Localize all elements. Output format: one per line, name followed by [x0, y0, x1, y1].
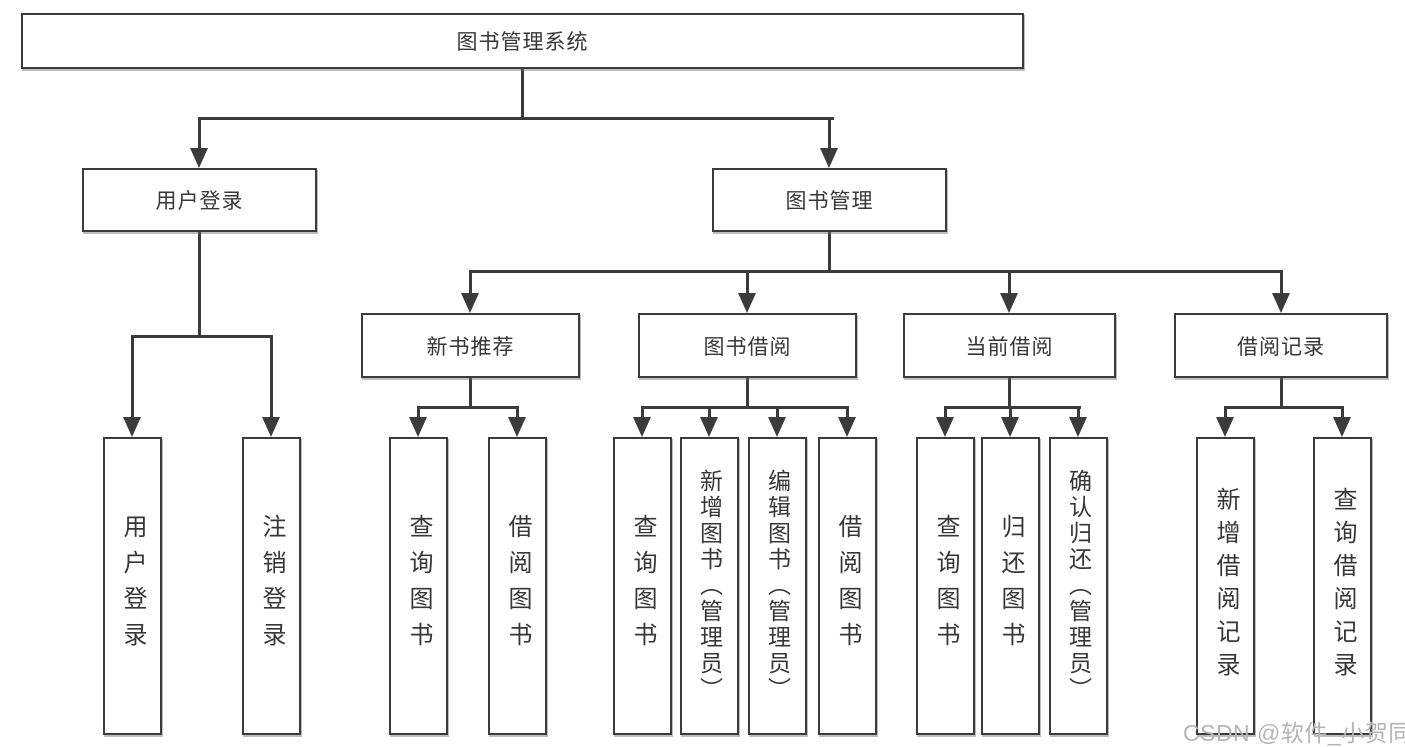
connector-line	[469, 270, 472, 293]
arrowhead-down-icon	[1272, 293, 1290, 313]
connector-line	[270, 335, 273, 420]
arrowhead-down-icon	[768, 417, 786, 437]
node-book-mgmt: 图书管理	[712, 168, 947, 232]
connector-line	[828, 117, 831, 150]
leaf-query-borrow-record-label: 查询借阅记录	[1329, 487, 1356, 685]
leaf-add-book-admin-label: 新增图书（管理员）	[696, 469, 723, 703]
arrowhead-down-icon	[123, 417, 141, 437]
node-user-login: 用户登录	[82, 168, 317, 232]
leaf-edit-book-admin: 编辑图书（管理员）	[748, 437, 807, 735]
connector-line	[1224, 406, 1227, 419]
arrowhead-down-icon	[820, 148, 838, 168]
node-new-book-recommend-label: 新书推荐	[426, 335, 515, 359]
connector-line	[708, 406, 711, 419]
arrowhead-down-icon	[190, 148, 208, 168]
node-root-label: 图书管理系统	[456, 31, 589, 54]
leaf-current-query-books: 查询图书	[916, 437, 975, 735]
node-new-book-recommend: 新书推荐	[361, 313, 580, 378]
connector-line	[1280, 378, 1283, 409]
node-current-borrow: 当前借阅	[903, 313, 1116, 378]
leaf-query-borrow-record: 查询借阅记录	[1313, 437, 1372, 735]
node-book-mgmt-label: 图书管理	[785, 190, 874, 213]
arrowhead-down-icon	[461, 293, 479, 313]
leaf-add-borrow-record-label: 新增借阅记录	[1212, 487, 1239, 685]
connector-line	[417, 406, 420, 419]
connector-line	[944, 406, 947, 419]
csdn-watermark: CSDN @软件_小贺同学	[1183, 720, 1405, 746]
arrowhead-down-icon	[262, 417, 280, 437]
node-root: 图书管理系统	[21, 13, 1024, 69]
connector-line	[198, 117, 834, 120]
leaf-current-query-books-label: 查询图书	[932, 514, 959, 658]
connector-line	[516, 406, 519, 419]
connector-line	[198, 117, 201, 150]
leaf-edit-book-admin-label: 编辑图书（管理员）	[764, 469, 791, 703]
connector-line	[776, 406, 779, 419]
leaf-confirm-return-admin-label: 确认归还（管理员）	[1065, 469, 1092, 703]
leaf-borrow-query-books: 查询图书	[613, 437, 672, 735]
leaf-recommend-query-books: 查询图书	[389, 437, 448, 735]
connector-line	[1077, 406, 1080, 419]
connector-line	[641, 406, 849, 409]
connector-line	[641, 406, 644, 419]
connector-line	[1280, 270, 1283, 293]
leaf-return-book: 归还图书	[981, 437, 1040, 735]
arrowhead-down-icon	[738, 293, 756, 313]
leaf-user-login: 用户登录	[103, 437, 162, 735]
leaf-add-book-admin: 新增图书（管理员）	[680, 437, 739, 735]
arrowhead-down-icon	[409, 417, 427, 437]
leaf-recommend-borrow-books-label: 借阅图书	[504, 514, 531, 658]
arrowhead-down-icon	[508, 417, 526, 437]
leaf-borrow-books: 借阅图书	[818, 437, 877, 735]
connector-line	[1008, 378, 1011, 409]
connector-line	[131, 335, 134, 420]
node-book-borrow-label: 图书借阅	[703, 335, 792, 359]
node-user-login-label: 用户登录	[155, 190, 244, 213]
connector-line	[944, 406, 1081, 409]
node-borrow-records-label: 借阅记录	[1237, 335, 1325, 359]
connector-line	[521, 69, 524, 120]
arrowhead-down-icon	[700, 417, 718, 437]
leaf-add-borrow-record: 新增借阅记录	[1196, 437, 1255, 735]
connector-line	[1341, 406, 1344, 419]
arrowhead-down-icon	[1333, 417, 1351, 437]
connector-line	[469, 270, 1283, 273]
connector-line	[1009, 406, 1012, 419]
arrowhead-down-icon	[1000, 293, 1018, 313]
leaf-logout-label: 注销登录	[258, 514, 285, 658]
node-current-borrow-label: 当前借阅	[965, 335, 1054, 359]
arrowhead-down-icon	[633, 417, 651, 437]
connector-line	[198, 232, 201, 338]
arrowhead-down-icon	[1069, 417, 1087, 437]
connector-line	[746, 270, 749, 293]
connector-line	[1224, 406, 1344, 409]
arrowhead-down-icon	[1216, 417, 1234, 437]
leaf-logout: 注销登录	[242, 437, 301, 735]
leaf-borrow-query-books-label: 查询图书	[629, 514, 656, 658]
leaf-recommend-borrow-books: 借阅图书	[488, 437, 547, 735]
leaf-recommend-query-books-label: 查询图书	[405, 514, 432, 658]
connector-line	[417, 406, 519, 409]
connector-line	[746, 378, 749, 409]
node-book-borrow: 图书借阅	[638, 313, 857, 378]
leaf-user-login-label: 用户登录	[119, 514, 146, 658]
connector-line	[131, 335, 272, 338]
arrowhead-down-icon	[936, 417, 954, 437]
connector-line	[846, 406, 849, 419]
connector-line	[469, 378, 472, 409]
leaf-borrow-books-label: 借阅图书	[834, 514, 861, 658]
arrowhead-down-icon	[838, 417, 856, 437]
node-borrow-records: 借阅记录	[1174, 313, 1388, 378]
arrowhead-down-icon	[1001, 417, 1019, 437]
connector-line	[828, 232, 831, 273]
leaf-return-book-label: 归还图书	[997, 514, 1024, 658]
leaf-confirm-return-admin: 确认归还（管理员）	[1049, 437, 1108, 735]
connector-line	[1008, 270, 1011, 293]
